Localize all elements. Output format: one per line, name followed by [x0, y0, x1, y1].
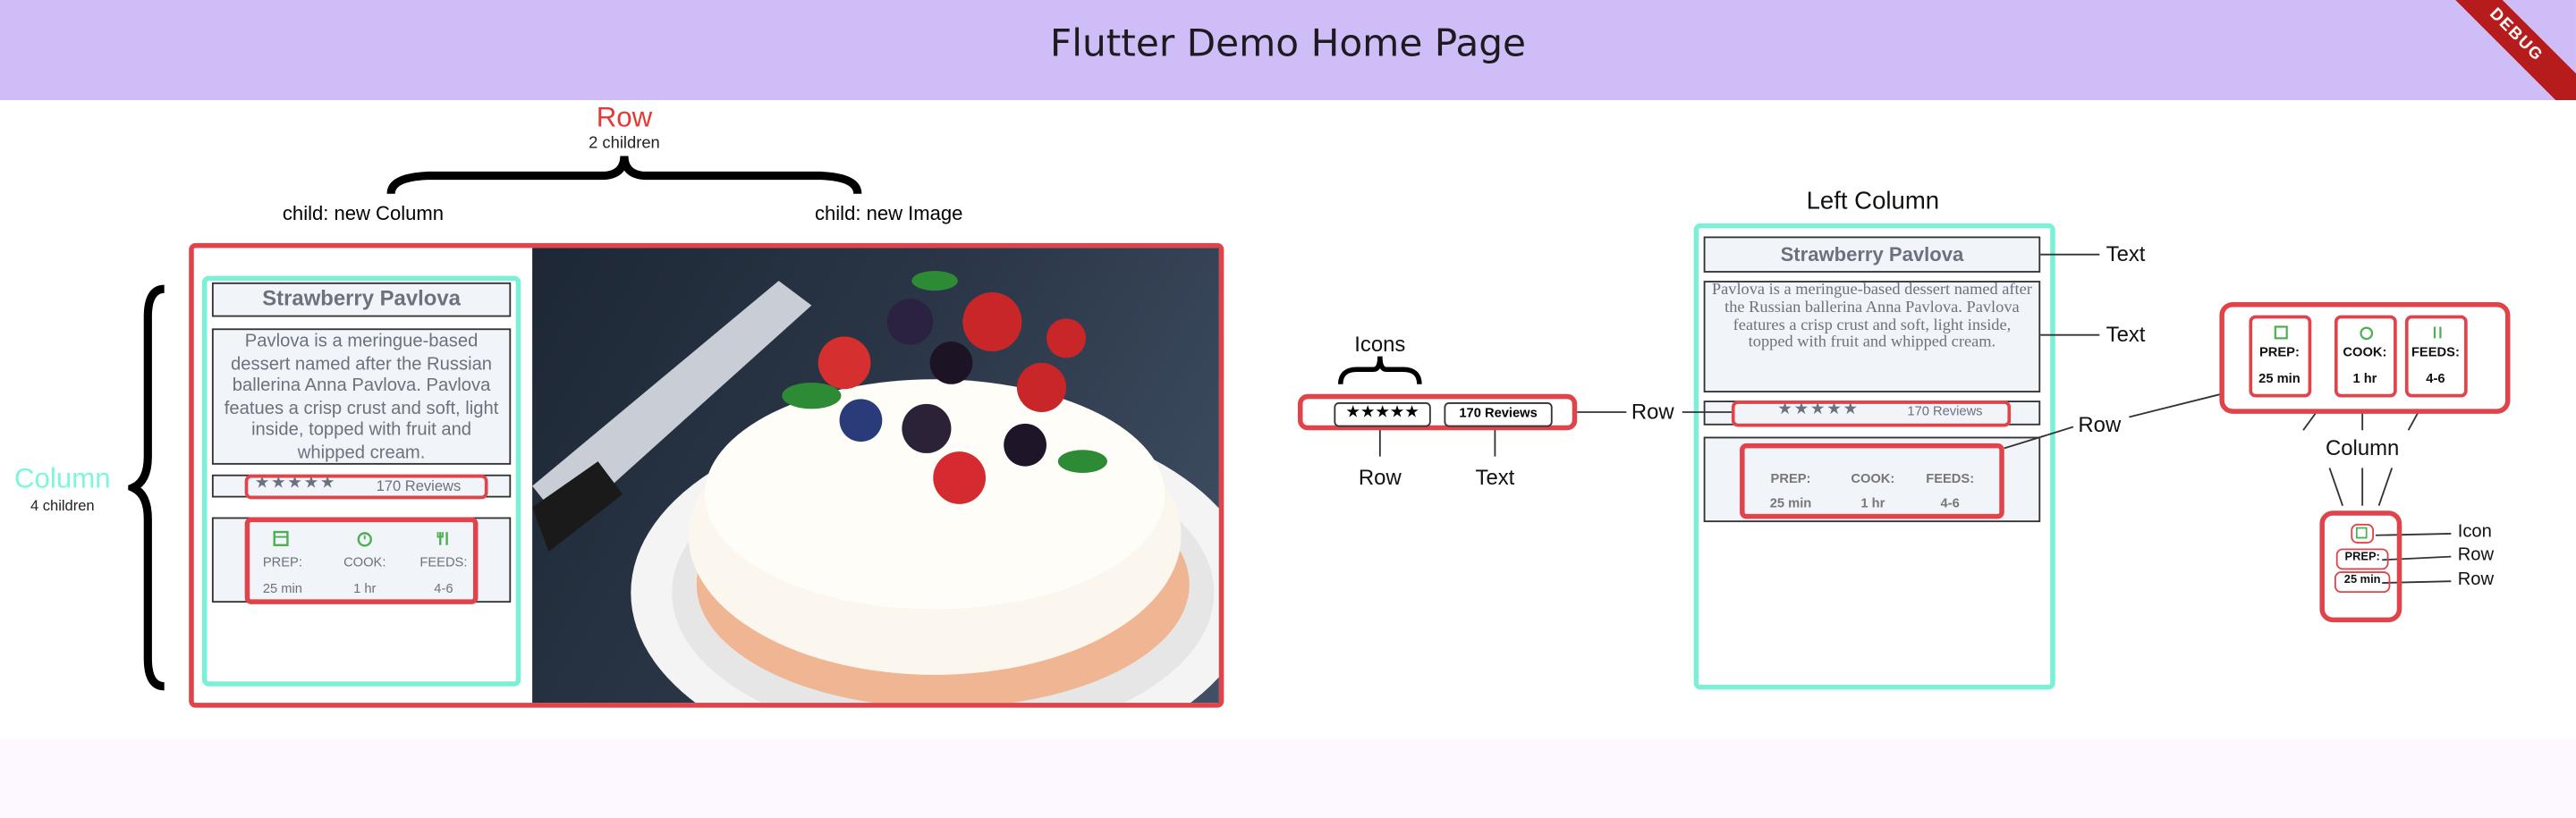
row-under-annotation: Row: [1358, 464, 1402, 490]
zoom-prep-value: 25 min: [2258, 371, 2301, 386]
zoom-single-value: 25 min: [2334, 571, 2391, 594]
restaurant-icon: [436, 532, 448, 545]
card-description: Pavlova is a meringue-based dessert name…: [211, 328, 512, 465]
info-row-frame: [211, 517, 512, 603]
right-info-cook: COOK: 1 hr: [1840, 471, 1905, 510]
right-info-row: PREP: 25 min COOK: 1 hr FEEDS: 4-6: [1740, 443, 2004, 519]
zoom-feeds-value: 4-6: [2426, 371, 2445, 386]
feeds-value: 4-6: [434, 581, 453, 596]
zoom-single-icon: [2351, 523, 2375, 544]
pavlova-image: [532, 248, 1219, 704]
zoom-info-feeds: FEEDS: 4-6: [2404, 315, 2468, 398]
feeds-label: FEEDS:: [419, 554, 468, 570]
column-annotation: Column: [2326, 434, 2400, 460]
column-children-label: 4 children: [30, 497, 95, 514]
zoom-reviews-text: 170 Reviews: [1444, 401, 1553, 427]
text-annotation-1: Text: [2106, 240, 2146, 266]
row-annotation-b: Row: [2457, 569, 2495, 590]
card-title-text: Strawberry Pavlova: [262, 285, 461, 311]
row-brace: [386, 156, 862, 195]
child-column-label: child: new Column: [282, 201, 444, 225]
zoom-rating-row: ★★★★★ 170 Reviews: [1297, 393, 1578, 431]
zoom-cook-label: COOK:: [2343, 344, 2387, 360]
app-title: Flutter Demo Home Page: [1049, 22, 1527, 66]
icons-annotation: Icons: [1354, 332, 1406, 357]
right-rating-row: ★★★★★ 170 Reviews: [1731, 401, 2012, 427]
text-annotation-2: Text: [2106, 321, 2146, 347]
right-cook-value: 1 hr: [1860, 495, 1885, 511]
child-image-label: child: new Image: [815, 201, 963, 225]
zoom-single-label: PREP:: [2335, 548, 2389, 570]
content-area: Row 2 children child: new Column child: …: [0, 100, 2576, 739]
rating-row: ★★★★★ 170 Reviews: [244, 474, 488, 500]
right-info-feeds: FEEDS: 4-6: [1917, 471, 1982, 510]
row-outline: [189, 242, 1224, 708]
zoom-info-prep: PREP: 25 min: [2249, 315, 2312, 398]
row-children-label: 2 children: [589, 134, 660, 153]
zoom-cook-value: 1 hr: [2352, 371, 2377, 386]
right-column-outline: [1693, 223, 2055, 690]
info-row: PREP: 25 min COOK: 1 hr FEEDS: 4-6: [244, 517, 479, 604]
reviews-text: 170 Reviews: [376, 477, 462, 494]
zoom-restaurant-icon: [2433, 326, 2442, 339]
annotation-lines: [1337, 253, 2452, 584]
right-prep-value: 25 min: [1769, 495, 1812, 511]
right-feeds-label: FEEDS:: [1926, 471, 1975, 486]
prep-value: 25 min: [262, 581, 302, 596]
column-outline: [201, 275, 521, 687]
column-brace: [128, 284, 165, 691]
row-label: Row: [596, 101, 653, 133]
zoom-prep-label: PREP:: [2258, 344, 2300, 360]
left-column-label: Left Column: [1806, 187, 1940, 215]
card-title: Strawberry Pavlova: [211, 282, 512, 317]
right-card-title: Strawberry Pavlova: [1703, 236, 2041, 273]
right-info-prep: PREP: 25 min: [1758, 471, 1823, 510]
right-card-title-text: Strawberry Pavlova: [1780, 242, 1964, 266]
zoom-info-row: PREP: 25 min COOK: 1 hr FEEDS: 4-6: [2219, 301, 2511, 414]
right-cook-label: COOK:: [1851, 471, 1895, 486]
stars-icon: ★★★★★: [254, 474, 337, 493]
zoom-info-cook: COOK: 1 hr: [2334, 315, 2397, 398]
timer-icon: [357, 532, 372, 547]
right-feeds-value: 4-6: [1940, 495, 1960, 511]
right-prep-label: PREP:: [1770, 471, 1811, 486]
column-label: Column: [13, 462, 111, 494]
text-under-annotation: Text: [1475, 464, 1515, 490]
right-stars-icon: ★★★★★: [1777, 401, 1860, 419]
zoom-kitchen-icon: [2274, 325, 2288, 340]
cook-label: COOK:: [343, 554, 386, 570]
app-bar: Flutter Demo Home Page DEBUG: [0, 0, 2576, 135]
zoom-stars-icon: ★★★★★: [1334, 401, 1431, 427]
kitchen-icon: [273, 530, 289, 546]
row-annotation-1: Row: [1631, 399, 1674, 424]
prep-label: PREP:: [262, 554, 302, 570]
cook-value: 1 hr: [353, 581, 377, 596]
zoom-single-column: PREP: 25 min: [2319, 510, 2402, 623]
zoom-timer-icon: [2360, 326, 2374, 341]
icon-annotation: Icon: [2457, 522, 2492, 543]
zoom-single-kitchen-icon: [2355, 527, 2368, 539]
row-annotation-2: Row: [2078, 412, 2122, 437]
zoom-feeds-label: FEEDS:: [2411, 344, 2460, 360]
row-annotation-a: Row: [2457, 544, 2495, 565]
right-reviews-text: 170 Reviews: [1907, 403, 1983, 419]
pavlova-illustration: [532, 271, 1219, 704]
right-card-description: Pavlova is a meringue-based dessert name…: [1703, 281, 2041, 392]
right-info-frame: [1703, 436, 2041, 523]
